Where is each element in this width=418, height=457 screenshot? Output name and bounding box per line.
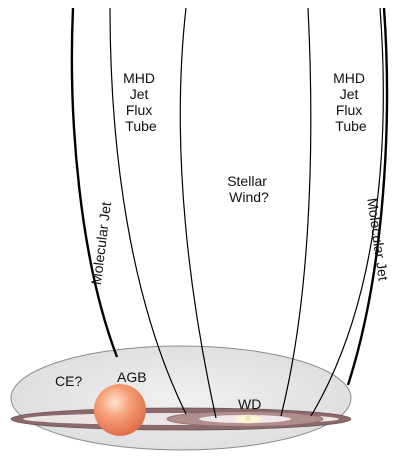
mhd-right-label: MHD Jet Flux Tube [333,70,369,134]
common-envelope [10,345,352,451]
mhd-left-line-2: Jet [130,86,149,102]
agb-star [94,384,146,436]
stellar-wind-line-1: Stellar [227,173,267,189]
mhd-left-label: MHD Jet Flux Tube [123,70,159,134]
agb-label: AGB [117,369,147,385]
molecular-jet-right-line [346,7,389,386]
molecular-jet-left-label: Molecular Jet [88,201,114,286]
flux-tube-left-inner [179,7,217,419]
molecular-jet-right-label: Molecular Jet [364,197,391,282]
flux-tube-right-inner [280,7,312,417]
mhd-left-line-1: MHD [123,70,155,86]
molecular-jet-left-line [70,7,119,358]
mhd-right-line-2: Jet [340,86,359,102]
mhd-left-line-3: Flux [126,102,152,118]
wd-label: WD [238,396,261,412]
stellar-wind-line-2: Wind? [229,189,269,205]
ce-label: CE? [55,373,82,389]
flux-tube-right-outer [310,7,384,417]
white-dwarf [245,416,251,422]
mhd-right-line-3: Flux [336,102,362,118]
mhd-right-line-1: MHD [333,70,365,86]
mhd-left-line-4: Tube [125,118,157,134]
stellar-wind-label: Stellar Wind? [227,173,271,205]
mhd-right-line-4: Tube [335,118,367,134]
flux-tube-left-outer [109,7,187,415]
